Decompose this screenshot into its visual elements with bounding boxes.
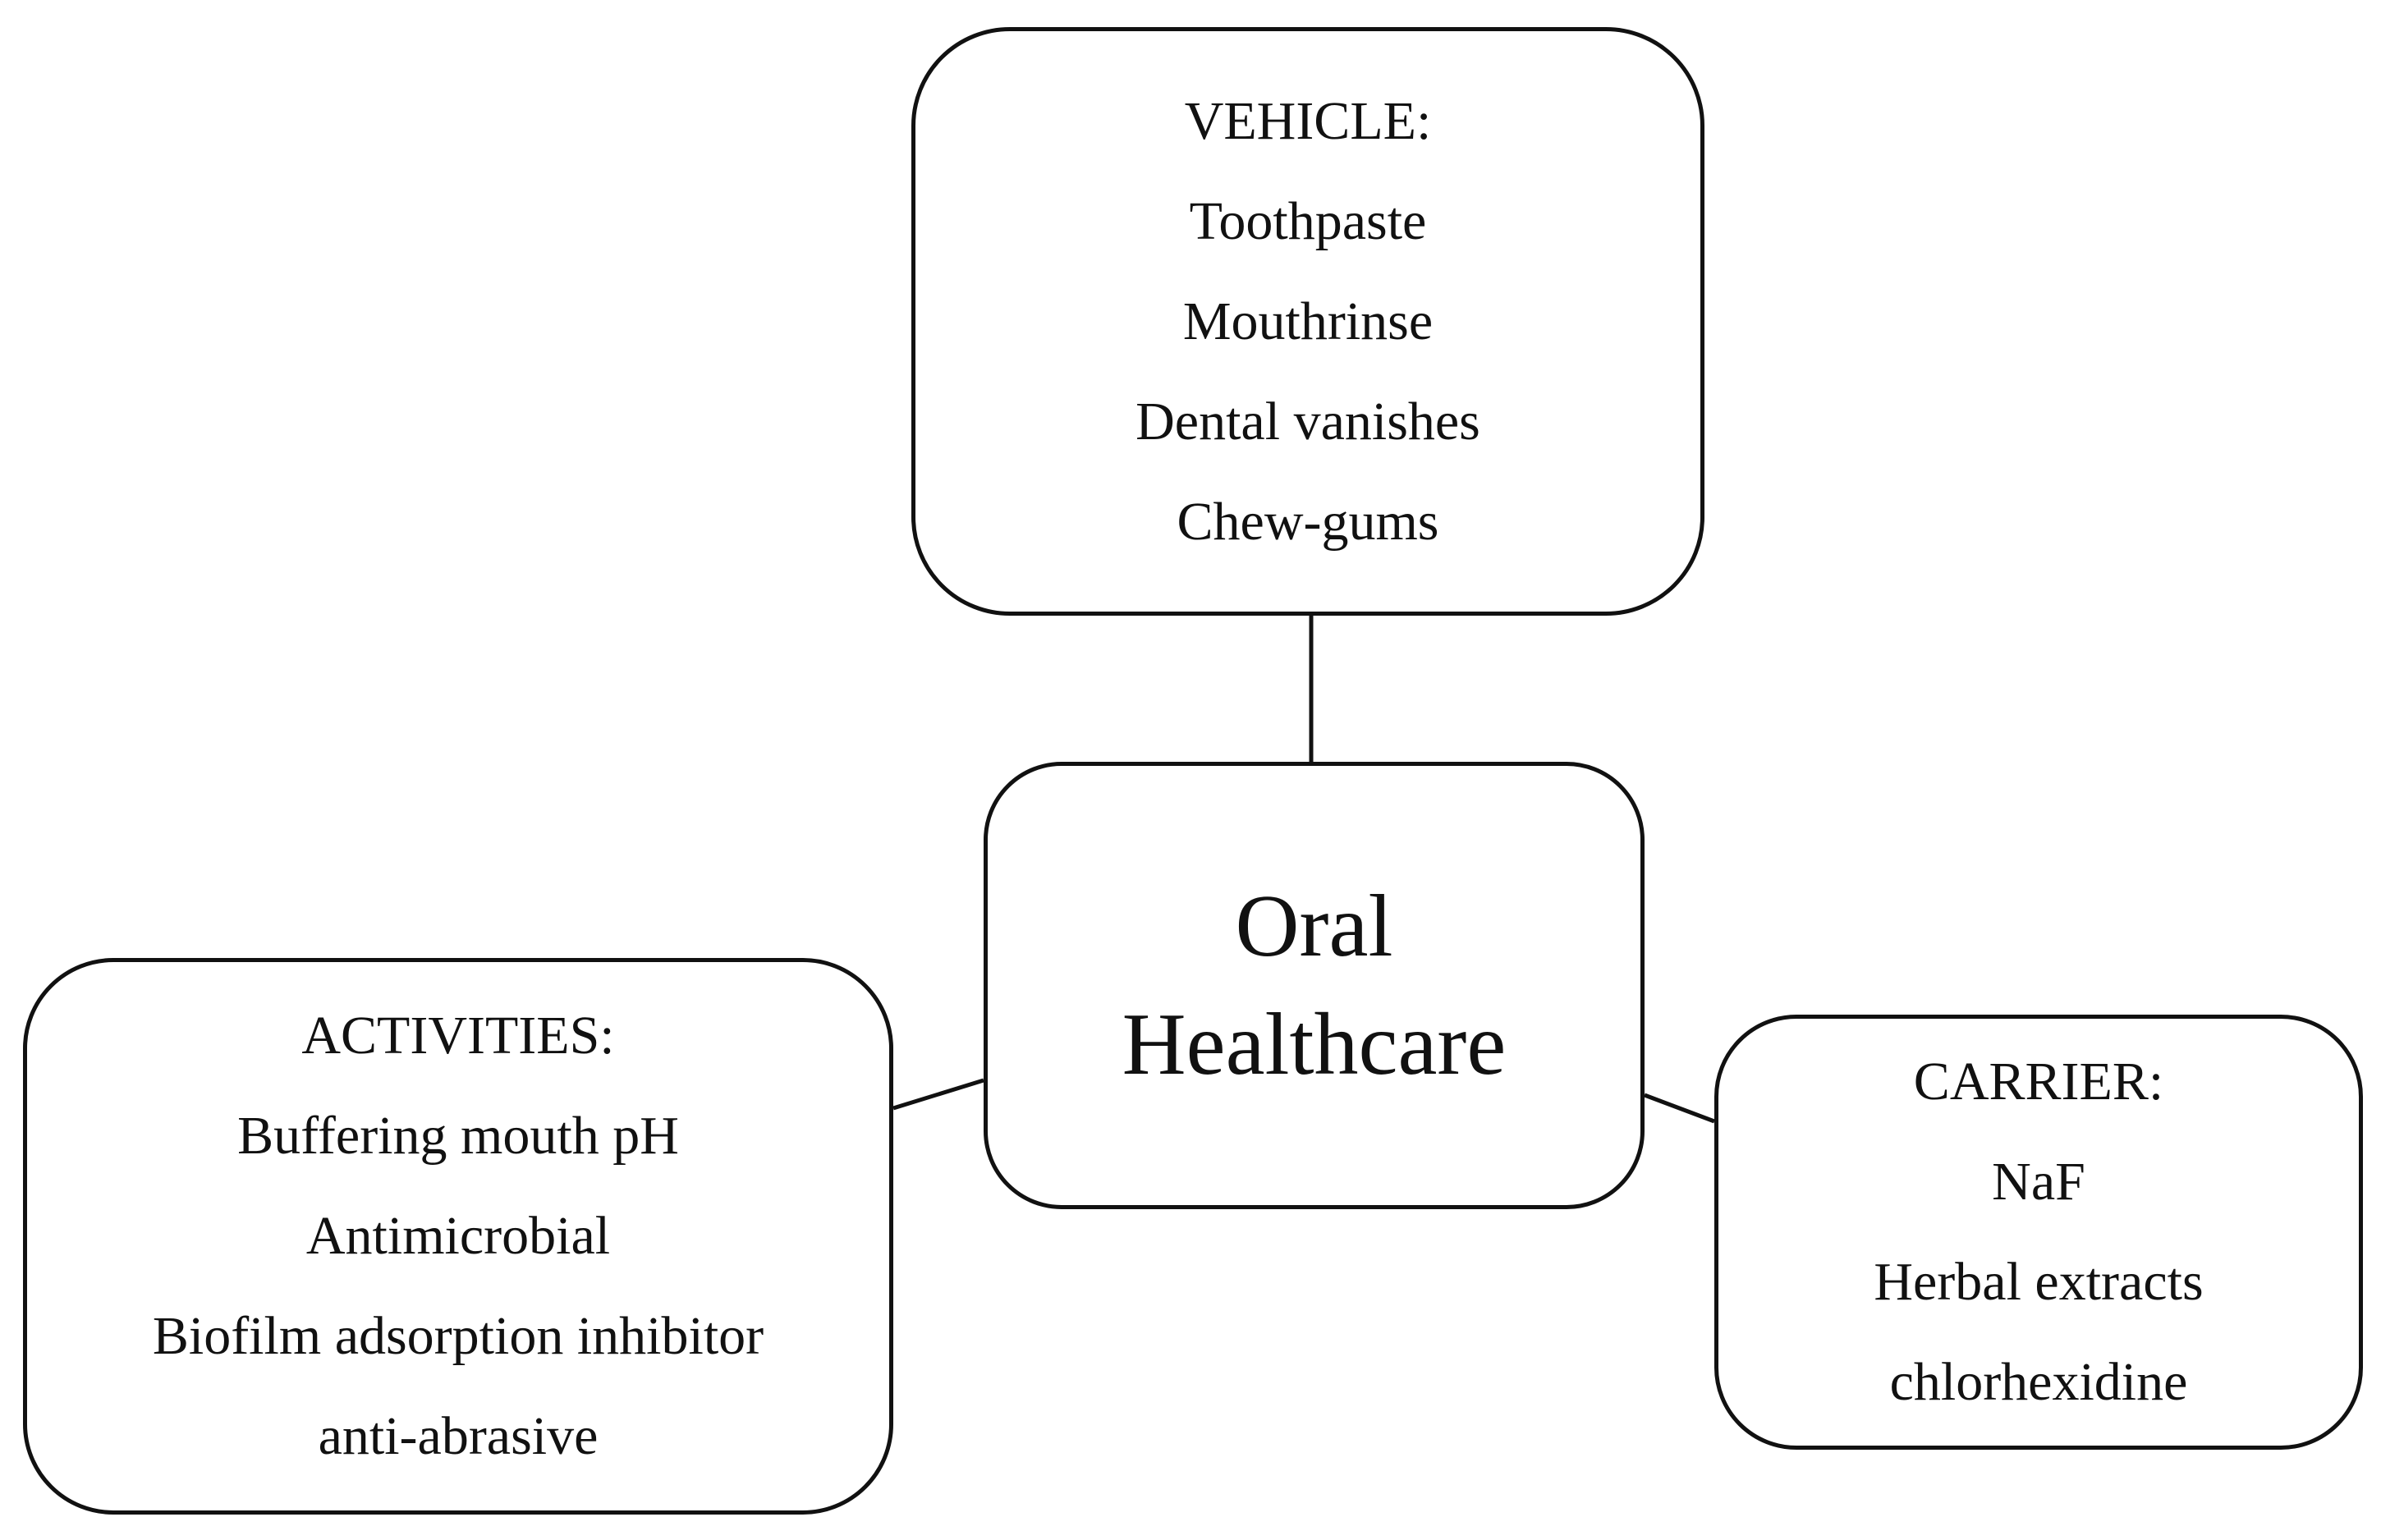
center-box: Oral Healthcare (984, 762, 1645, 1209)
center-title-line-1: Oral (1235, 877, 1393, 975)
carrier-item-chlorhexidine: chlorhexidine (1889, 1352, 2188, 1412)
connector-center-to-activities (892, 1078, 984, 1111)
center-title-line-2: Healthcare (1122, 995, 1507, 1093)
vehicle-heading: VEHICLE: (1184, 90, 1432, 151)
activities-item-buffering: Buffering mouth pH (237, 1106, 679, 1166)
vehicle-item-chew-gums: Chew-gums (1177, 491, 1439, 552)
carrier-item-naf: NaF (1992, 1152, 2085, 1212)
activities-box: ACTIVITIES: Buffering mouth pH Antimicro… (23, 958, 893, 1515)
vehicle-item-dental-vanishes: Dental vanishes (1135, 391, 1480, 451)
vehicle-item-mouthrinse: Mouthrinse (1182, 291, 1434, 351)
activities-heading: ACTIVITIES: (301, 1006, 615, 1066)
connector-center-to-carrier (1644, 1093, 1715, 1124)
vehicle-box: VEHICLE: Toothpaste Mouthrinse Dental va… (911, 27, 1704, 616)
activities-item-antimicrobial: Antimicrobial (305, 1206, 611, 1266)
activities-item-anti-abrasive: anti-abrasive (318, 1406, 599, 1466)
carrier-heading: CARRIER: (1913, 1052, 2164, 1111)
vehicle-item-toothpaste: Toothpaste (1189, 190, 1427, 251)
carrier-item-herbal-extracts: Herbal extracts (1874, 1252, 2204, 1312)
carrier-box: CARRIER: NaF Herbal extracts chlorhexidi… (1714, 1015, 2363, 1450)
activities-item-biofilm: Biofilm adsorption inhibitor (152, 1306, 764, 1366)
